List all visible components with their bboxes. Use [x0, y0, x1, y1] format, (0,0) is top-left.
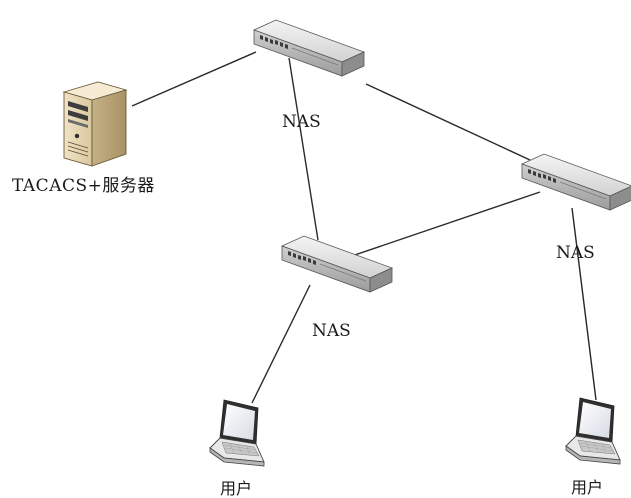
user-right-label: 用户	[571, 478, 603, 497]
link-server-nas-top	[131, 51, 257, 107]
user-right-node: 用户	[565, 397, 621, 497]
nas-top-node: NAS	[253, 19, 365, 132]
server-label: TACACS+服务器	[12, 176, 155, 196]
laptop-icon	[565, 397, 621, 465]
link-lines	[131, 51, 597, 404]
link-nas-top-nas-middle	[288, 57, 319, 241]
link-nas-middle-nas-right	[339, 191, 541, 261]
user-left-node: 用户	[209, 399, 265, 498]
switch-icon	[521, 153, 631, 211]
link-nas-top-nas-right	[365, 83, 531, 161]
nas-right-label: NAS	[556, 243, 595, 263]
tacacs-server-node: TACACS+服务器	[12, 81, 155, 196]
nas-middle-node: NAS	[281, 235, 393, 341]
switch-icon	[281, 235, 393, 293]
nas-top-label: NAS	[282, 112, 321, 132]
laptop-icon	[209, 399, 265, 467]
nas-middle-label: NAS	[312, 321, 351, 341]
link-nas-middle-user-left	[251, 284, 311, 404]
switch-icon	[253, 19, 365, 77]
link-nas-right-user-right	[571, 207, 597, 401]
user-left-label: 用户	[220, 479, 252, 498]
server-tower-icon	[62, 81, 128, 167]
nas-right-node: NAS	[521, 153, 631, 263]
